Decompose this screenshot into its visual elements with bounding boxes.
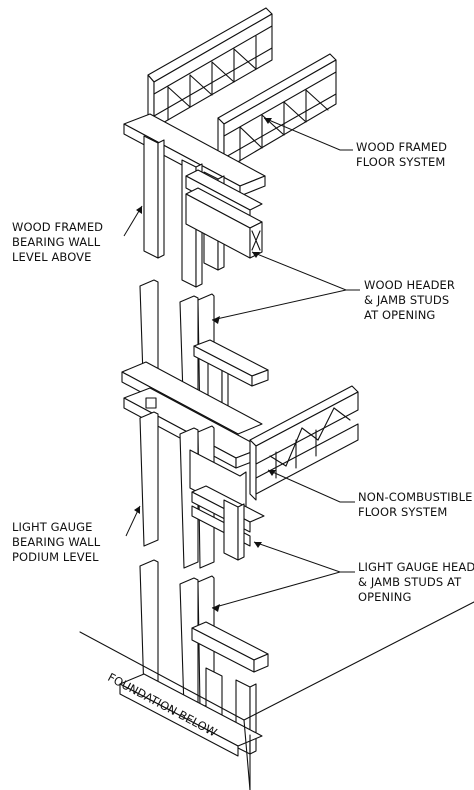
label-line: LIGHT GAUGE [12,520,93,534]
label-light-gauge-header: LIGHT GAUGE HEADER & JAMB STUDS AT OPENI… [358,560,474,605]
label-line: BEARING WALL [12,235,101,249]
light-gauge-wall [139,397,265,569]
label-line: & JAMB STUDS [364,293,450,307]
label-line: LIGHT GAUGE HEADER [358,560,474,574]
label-line: PODIUM LEVEL [12,550,99,564]
wood-floor-trusses [147,7,337,176]
foundation-outline [79,601,474,790]
label-light-gauge-wall: LIGHT GAUGE BEARING WALL PODIUM LEVEL [12,520,100,565]
wood-bearing-wall [143,135,263,288]
label-line: FLOOR SYSTEM [358,505,448,519]
light-gauge-header [119,559,269,757]
label-line: AT OPENING [364,308,436,322]
label-wood-bearing-wall: WOOD FRAMED BEARING WALL LEVEL ABOVE [12,220,103,265]
label-wood-header: WOOD HEADER & JAMB STUDS AT OPENING [364,278,455,323]
label-line: OPENING [358,590,412,604]
label-line: LEVEL ABOVE [12,250,92,264]
label-line: & JAMB STUDS AT [358,575,462,589]
label-line: NON-COMBUSTIBLE [358,490,473,504]
leader-lines [123,117,360,609]
label-line: BEARING WALL [12,535,101,549]
label-wood-floor-system: WOOD FRAMED FLOOR SYSTEM [356,140,447,170]
label-line: WOOD FRAMED [356,140,448,154]
label-noncombustible-floor: NON-COMBUSTIBLE FLOOR SYSTEM [358,490,473,520]
label-line: FLOOR SYSTEM [356,155,446,169]
leader-arrows [134,118,276,612]
label-line: WOOD FRAMED [12,220,104,234]
label-line: WOOD HEADER [364,278,455,292]
